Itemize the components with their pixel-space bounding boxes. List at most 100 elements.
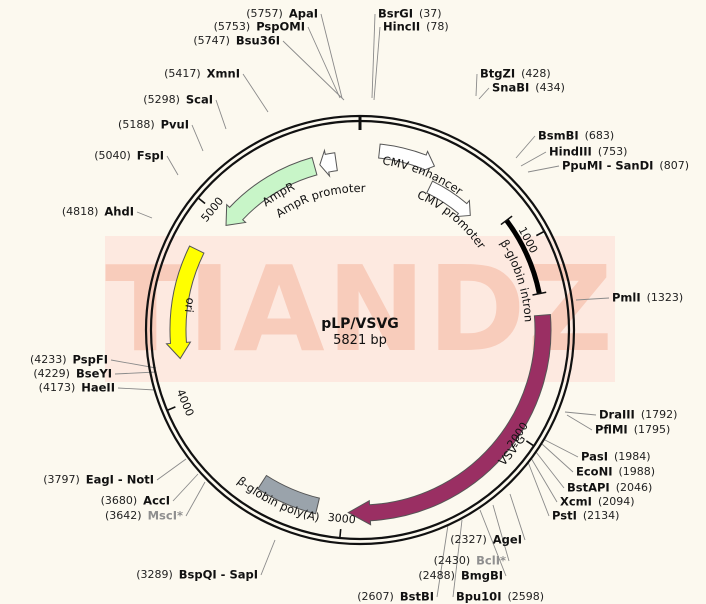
site-name: ApaI <box>289 7 318 21</box>
site-label: XmnI (5417) <box>164 67 240 81</box>
site-position: (37) <box>419 7 442 20</box>
plasmid-size: 5821 bp <box>333 333 387 348</box>
tick-mark <box>535 230 545 237</box>
site-label: BspQI - SapI (3289) <box>136 568 258 582</box>
site-label: BstAPI (2046) <box>567 481 652 495</box>
site-name: BstAPI <box>567 481 610 495</box>
site-position: (5188) <box>118 118 155 131</box>
plasmid-center-label: pLP/VSVG 5821 bp <box>260 316 460 348</box>
site-label: XcmI(2094) <box>560 495 635 509</box>
site-name: BstBI <box>400 590 434 604</box>
site-position: (2094) <box>598 495 635 508</box>
site-label: EagI - NotI (3797) <box>43 473 154 487</box>
site-leader-line <box>185 481 206 517</box>
site-position: (2488) <box>418 569 455 582</box>
site-label: AhdI(4818) <box>62 205 134 219</box>
site-name: BsrGI <box>378 7 413 21</box>
site-label: PvuI (5188) <box>118 118 189 132</box>
site-leader-line <box>520 151 547 167</box>
site-name: FspI <box>137 149 164 163</box>
site-position: (3797) <box>43 473 80 486</box>
site-position: (4233) <box>30 353 67 366</box>
site-name: SnaBI <box>492 81 529 95</box>
site-label: BtgZI(428) <box>480 67 551 81</box>
site-name: HincII <box>383 20 420 34</box>
site-label: PpuMI - SanDI(807) <box>562 159 689 173</box>
site-label: Bpu10I(2598) <box>456 590 544 604</box>
site-label: MscI*(3642) <box>105 509 183 523</box>
feature-beta-globin-polya <box>257 474 320 515</box>
site-label: AccI(3680) <box>101 494 170 508</box>
site-position: (807) <box>659 159 689 172</box>
feature-ampr-promoter <box>319 148 338 178</box>
site-leader-line <box>191 124 204 152</box>
site-leader-line <box>307 26 341 99</box>
tick-mark <box>197 197 206 205</box>
site-position: (434) <box>535 81 565 94</box>
site-name: Bpu10I <box>456 590 501 604</box>
intron-end-bar <box>500 215 513 226</box>
site-label: FspI(5040) <box>94 149 164 163</box>
site-leader-line <box>371 13 376 99</box>
site-leader-line <box>156 458 187 481</box>
site-leader-line <box>527 165 560 173</box>
site-leader-line <box>117 387 156 391</box>
site-position: (5298) <box>143 93 180 106</box>
site-name: PvuI <box>161 118 189 132</box>
site-leader-line <box>166 155 179 176</box>
feature-beta-globin-intron <box>504 218 542 295</box>
site-position: (78) <box>426 20 449 33</box>
site-leader-line <box>478 87 490 100</box>
site-name: AhdI <box>104 205 134 219</box>
site-leader-line <box>492 504 510 562</box>
tick-mark <box>339 528 342 539</box>
feature-label-path: ori <box>182 297 198 314</box>
site-position: (1795) <box>634 423 671 436</box>
site-position: (2134) <box>583 509 620 522</box>
site-name: PflMI <box>595 423 628 437</box>
site-position: (5417) <box>164 67 201 80</box>
feature-label: ori <box>182 297 198 314</box>
site-label: ApaI(5757) <box>246 7 318 21</box>
site-leader-line <box>509 493 526 541</box>
site-leader-line <box>260 539 276 576</box>
site-label: PflMI (1795) <box>595 423 670 437</box>
tick-label: 4000 <box>174 387 197 418</box>
site-label: EcoNI(1988) <box>576 465 655 479</box>
site-label: PstI (2134) <box>552 509 619 523</box>
tick-label: 5000 <box>199 195 227 225</box>
site-label: HindIII(753) <box>549 145 627 159</box>
site-label: ScaI (5298) <box>143 93 213 107</box>
site-name: DraIII <box>599 408 635 422</box>
site-leader-line <box>452 519 463 598</box>
site-name: BtgZI <box>480 67 515 81</box>
site-label: DraIII(1792) <box>599 408 677 422</box>
site-label: Bsu36I(5747) <box>193 34 280 48</box>
plasmid-name: pLP/VSVG <box>321 316 399 332</box>
site-name: XmnI <box>207 67 240 81</box>
site-leader-line <box>541 443 574 473</box>
site-name: PspOMI <box>256 20 305 34</box>
site-leader-line <box>527 461 550 517</box>
site-name: PstI <box>552 509 577 523</box>
site-name: BspQI - SapI <box>179 568 258 582</box>
site-leader-line <box>373 26 381 101</box>
site-name: BmgBI <box>461 569 503 583</box>
intron-end-bar <box>532 291 547 296</box>
site-name: Bsu36I <box>236 34 280 48</box>
site-name: BseYI <box>76 367 112 381</box>
site-leader-line <box>172 473 199 502</box>
feature-vsv-g <box>347 313 552 526</box>
site-leader-line <box>475 73 478 97</box>
site-label: HincII (78) <box>383 20 449 34</box>
site-leader-line <box>320 13 343 99</box>
site-name: EagI - NotI <box>86 473 154 487</box>
site-position: (2046) <box>616 481 653 494</box>
site-position: (1323) <box>647 291 684 304</box>
site-leader-line <box>136 211 153 219</box>
site-label: PmlI(1323) <box>612 291 683 305</box>
site-name: ScaI <box>186 93 213 107</box>
site-position: (683) <box>585 129 615 142</box>
site-position: (3289) <box>136 568 173 581</box>
